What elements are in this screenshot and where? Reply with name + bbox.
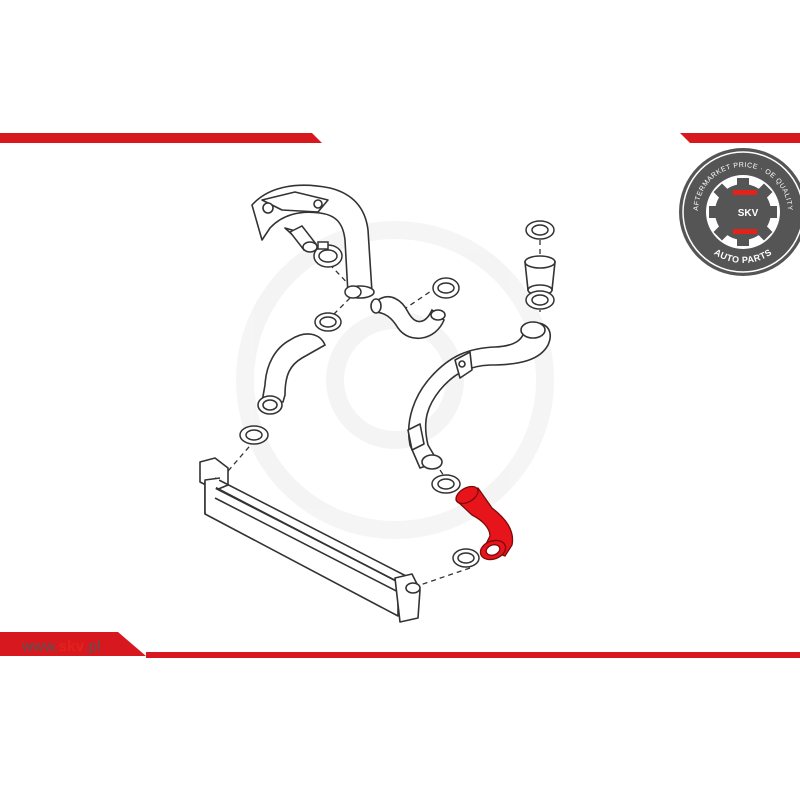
top-right-red-bar (680, 133, 800, 143)
website-url[interactable]: www.skv.pl (22, 638, 101, 655)
top-left-red-bar (0, 133, 322, 143)
short-straight-hose (524, 255, 556, 296)
clamp-1 (313, 241, 343, 268)
clamp-4 (314, 312, 342, 332)
bottom-left-red-bar (0, 632, 146, 656)
logo-brand-text: SKV (738, 208, 759, 219)
left-bent-hose (257, 333, 327, 415)
clamp-2 (344, 285, 362, 299)
gear-icon (709, 178, 777, 246)
skv-logo: SKV AFTERMARKET PRICE · OE QUALITY AUTO … (679, 148, 800, 276)
intercooler (199, 457, 421, 623)
highlighted-red-hose (455, 485, 514, 561)
elbow-hose (370, 296, 446, 340)
bottom-red-line (146, 652, 800, 658)
clamp-9 (431, 474, 461, 494)
watermark-gear (236, 221, 554, 539)
website-suffix: .pl (84, 638, 101, 655)
clamp-6 (452, 548, 480, 568)
clamp-5 (239, 425, 269, 445)
clamp-7 (525, 220, 555, 240)
clamp-3 (432, 277, 460, 299)
website-prefix: www. (22, 638, 59, 655)
upper-pipe-end (288, 225, 318, 253)
right-charge-pipe (407, 321, 551, 470)
website-brand: skv (58, 638, 85, 655)
clamp-8 (525, 290, 555, 310)
upper-charge-pipe (251, 184, 375, 299)
